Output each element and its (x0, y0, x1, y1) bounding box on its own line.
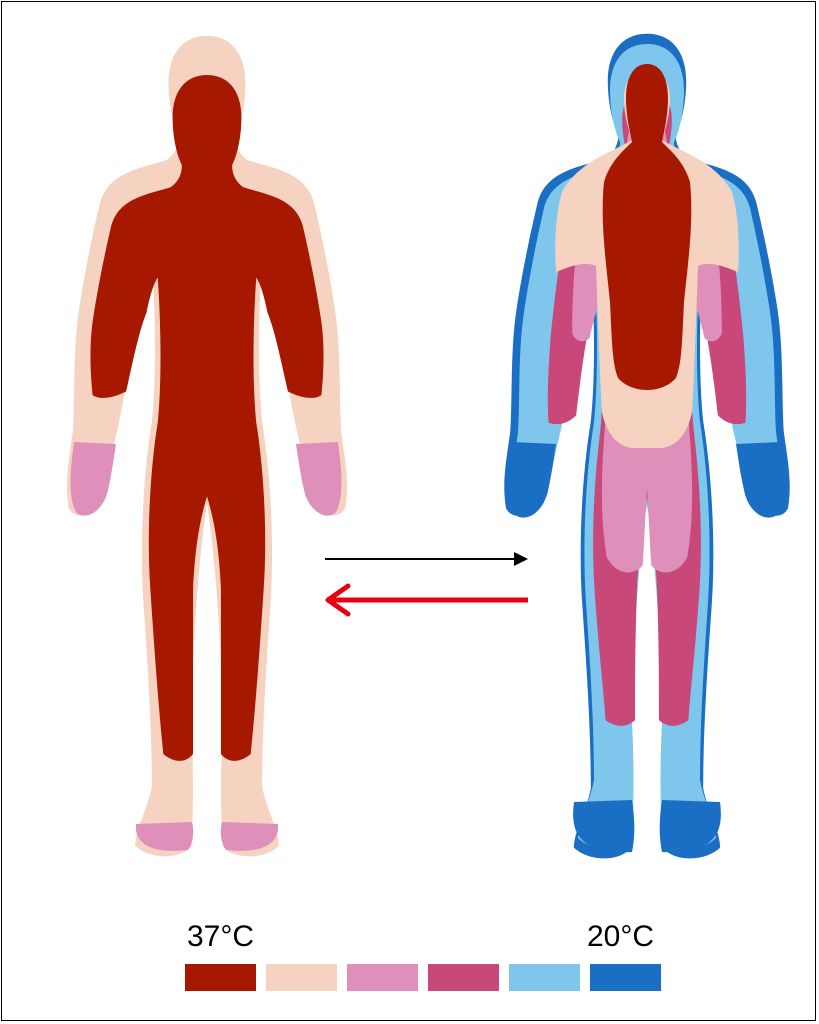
cold-temperature-label: 20°C (587, 920, 654, 954)
swatch-light-blue (509, 964, 580, 991)
warm-body-figure (42, 2, 372, 882)
cold-body-figure (482, 2, 812, 882)
swatch-magenta (428, 964, 499, 991)
swatch-blue (590, 964, 661, 991)
swatch-light-pink (347, 964, 418, 991)
arrows (302, 532, 542, 622)
warm-temperature-label: 37°C (187, 920, 254, 954)
swatch-deep-red (185, 964, 256, 991)
thin-right-arrow-head (514, 552, 528, 566)
swatch-peach (266, 964, 337, 991)
